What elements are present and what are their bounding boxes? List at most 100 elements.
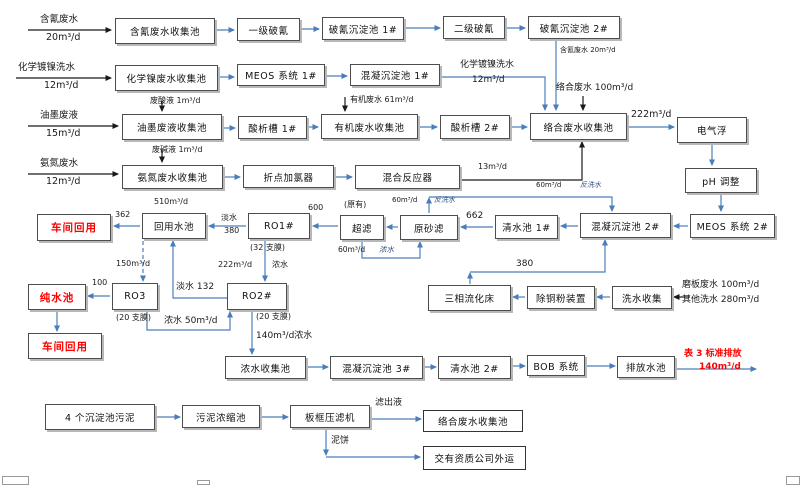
flow-box-pure-water-tank: 纯水池 [28,284,86,310]
flow-label-cyanide-to-complex: 含氰废水 20m³/d [560,46,616,54]
flow-box-workshop-reuse-2: 车间回用 [28,333,102,359]
flow-label-uf-concentrate-qty: 60m³/d [338,245,366,254]
flow-label-organic-qty: 有机废水 61m³/d [350,95,414,104]
flow-label-uf-concentrate-word: 浓水 [379,245,394,254]
flow-label-fresh-132: 淡水 132 [176,282,215,292]
flow-box-complex-waste-collection-tank-2: 络合废水收集池 [423,410,523,432]
flow-label-flow-510: 510m³/d [154,197,189,206]
flow-label-filtrate-word: 滤出液 [375,398,403,408]
flow-label-src-ammonia-name: 氨氮废水 [40,158,79,169]
flow-label-flow-380-top: 380 [224,226,240,235]
flow-box-sludge-thickening-tank: 污泥浓缩池 [182,405,260,428]
connector-c31-backwash-over [429,196,615,212]
flow-box-nickel-collection-tank: 化学镍废水收集池 [115,65,218,91]
flow-box-licensed-offsite-disposal: 交有资质公司外运 [423,446,526,470]
flow-label-backwash-qty-right: 60m³/d [536,181,562,189]
flow-box-plate-frame-filter-press: 板框压滤机 [290,405,370,428]
flow-box-mixing-reactor: 混合反应器 [355,165,460,189]
connector-c22-13m3 [461,141,585,181]
flow-label-ro2-membranes: (20 支膜) [256,312,291,321]
flow-box-ammonia-collection-tank: 氨氮废水收集池 [122,165,223,189]
flow-box-clear-water-tank-2: 清水池 2# [438,356,511,379]
connector-c8-nickel-rinse [441,76,548,111]
flow-label-discharge-standard: 表 3 标准排放 [684,349,742,359]
flow-label-fresh-water-word: 淡水 [221,213,237,222]
flow-label-other-rinse-qty: 其他洗水 280m³/d [682,295,760,305]
flow-box-coagulation-settling-tank-1: 混凝沉淀池 1# [350,64,440,86]
flow-label-src-ink-name: 油墨废液 [40,110,79,121]
flow-label-src-cyanide-name: 含氰废水 [40,14,79,25]
flow-box-cyanide-settling-tank-2: 破氰沉淀池 2# [528,16,620,39]
flow-label-sludge-cake-word: 泥饼 [331,436,350,446]
connector-c44-380-over [470,239,608,273]
flow-label-flow-13: 13m³/d [478,162,507,171]
flow-label-flow-222-ro: 222m³/d [218,260,253,269]
flow-box-cyanide-settling-tank-1: 破氰沉淀池 1# [322,17,404,40]
flow-box-rinse-water-collection: 洗水收集 [612,286,672,309]
flow-box-electro-flotation: 电气浮 [677,117,747,143]
flow-box-coagulation-settling-tank-2: 混凝沉淀池 2# [580,213,671,238]
flow-box-coagulation-settling-tank-3: 混凝沉淀池 3# [330,356,423,379]
flow-label-board-grind-qty: 磨板废水 100m³/d [682,280,760,290]
flow-box-sludge-four-tanks: 4 个沉淀池污泥 [45,404,155,430]
flow-label-flow-662: 662 [466,211,484,221]
flow-label-waste-alkali: 废碱液 1m³/d [152,145,203,154]
flow-box-ph-adjustment: pH 调整 [685,168,757,193]
flow-label-flow-600: 600 [308,203,324,212]
flow-box-clear-water-tank-1: 清水池 1# [495,215,558,239]
flow-box-ultrafiltration: 超滤 [340,215,384,240]
connector-c38-conc50 [146,311,233,331]
flow-label-backwash-qty-left: 60m³/d [392,196,418,204]
flow-box-complex-waste-collection-tank: 络合废水收集池 [530,113,627,140]
flow-label-ro1-membranes: (32 支膜) [250,243,285,252]
flow-box-acid-precipitation-tank-2: 酸析槽 2# [440,115,510,139]
flow-box-raw-sand-filter: 原砂滤 [400,215,458,240]
flow-box-ro1-unit: RO1# [248,213,310,239]
flow-box-three-phase-fluidized-bed: 三相流化床 [428,285,511,311]
flow-box-copper-powder-removal: 除铜粉装置 [527,286,595,309]
flow-label-src-ammonia-qty: 12m³/d [46,176,81,187]
flow-box-ro3-unit: RO3 [112,283,158,310]
flow-label-discharge-qty: 140m³/d [699,362,741,372]
flow-label-complex-qty: 络合废水 100m³/d [556,83,634,93]
flow-label-src-nickel-name: 化学镀镍洗水 [18,62,76,73]
flow-label-src-nickel-qty: 12m³/d [44,80,79,91]
flow-label-ro3-membranes: (20 支膜) [116,313,151,322]
flow-box-cyanide-break-stage1: 一级破氰 [237,18,300,41]
flow-label-flow-222: 222m³/d [631,109,672,120]
flow-box-ink-waste-collection-tank: 油墨废液收集池 [122,114,222,140]
flow-box-breakpoint-chlorinator: 折点加氯器 [243,165,334,188]
flow-label-concentrate-140: 140m³/d浓水 [256,331,313,341]
flow-box-edge-fragment-1 [2,476,29,485]
flow-label-src-cyanide-qty: 20m³/d [46,32,81,43]
flow-label-ro1-concentrate-word: 浓水 [272,260,288,269]
flow-box-edge-fragment-3 [786,476,800,485]
flow-box-meos-system-1: MEOS 系统 1# [237,64,325,86]
flow-label-existing-note: (原有) [344,200,367,209]
flow-label-backwash-word-right: 反洗水 [580,181,601,189]
flow-label-nickel-rinse-name: 化学镀镍洗水 [460,60,515,70]
flow-box-concentrate-collection-tank: 浓水收集池 [225,356,306,379]
flow-label-flow-150: 150m³/d [116,259,151,268]
flow-label-src-ink-qty: 15m³/d [46,128,81,139]
flow-box-discharge-tank: 排放水池 [617,356,675,378]
flow-box-workshop-reuse-1: 车间回用 [37,214,111,241]
flow-box-meos-system-2: MEOS 系统 2# [690,214,775,238]
flow-label-flow-100: 100 [92,278,108,287]
flow-label-backwash-word-left: 反洗水 [434,196,455,204]
flow-label-concentrate-50: 浓水 50m³/d [164,316,218,326]
connector-c34-fresh132 [170,240,227,299]
flow-label-waste-acid: 废酸液 1m³/d [150,96,201,105]
flow-box-cyanide-break-stage2: 二级破氰 [443,16,505,39]
flow-box-bob-system: BOB 系统 [527,355,585,376]
flow-box-ro2-unit: RO2# [227,283,287,310]
flow-box-edge-fragment-2 [197,480,210,485]
flow-box-organic-waste-collection-tank: 有机废水收集池 [321,114,418,139]
flow-label-flow-380-bottom: 380 [516,259,534,269]
flow-label-nickel-rinse-qty: 12m³/d [472,75,505,85]
flow-box-reuse-water-tank: 回用水池 [142,213,206,239]
flow-label-flow-362: 362 [115,210,131,219]
flow-box-cyanide-collection-tank: 含氰废水收集池 [115,18,215,44]
